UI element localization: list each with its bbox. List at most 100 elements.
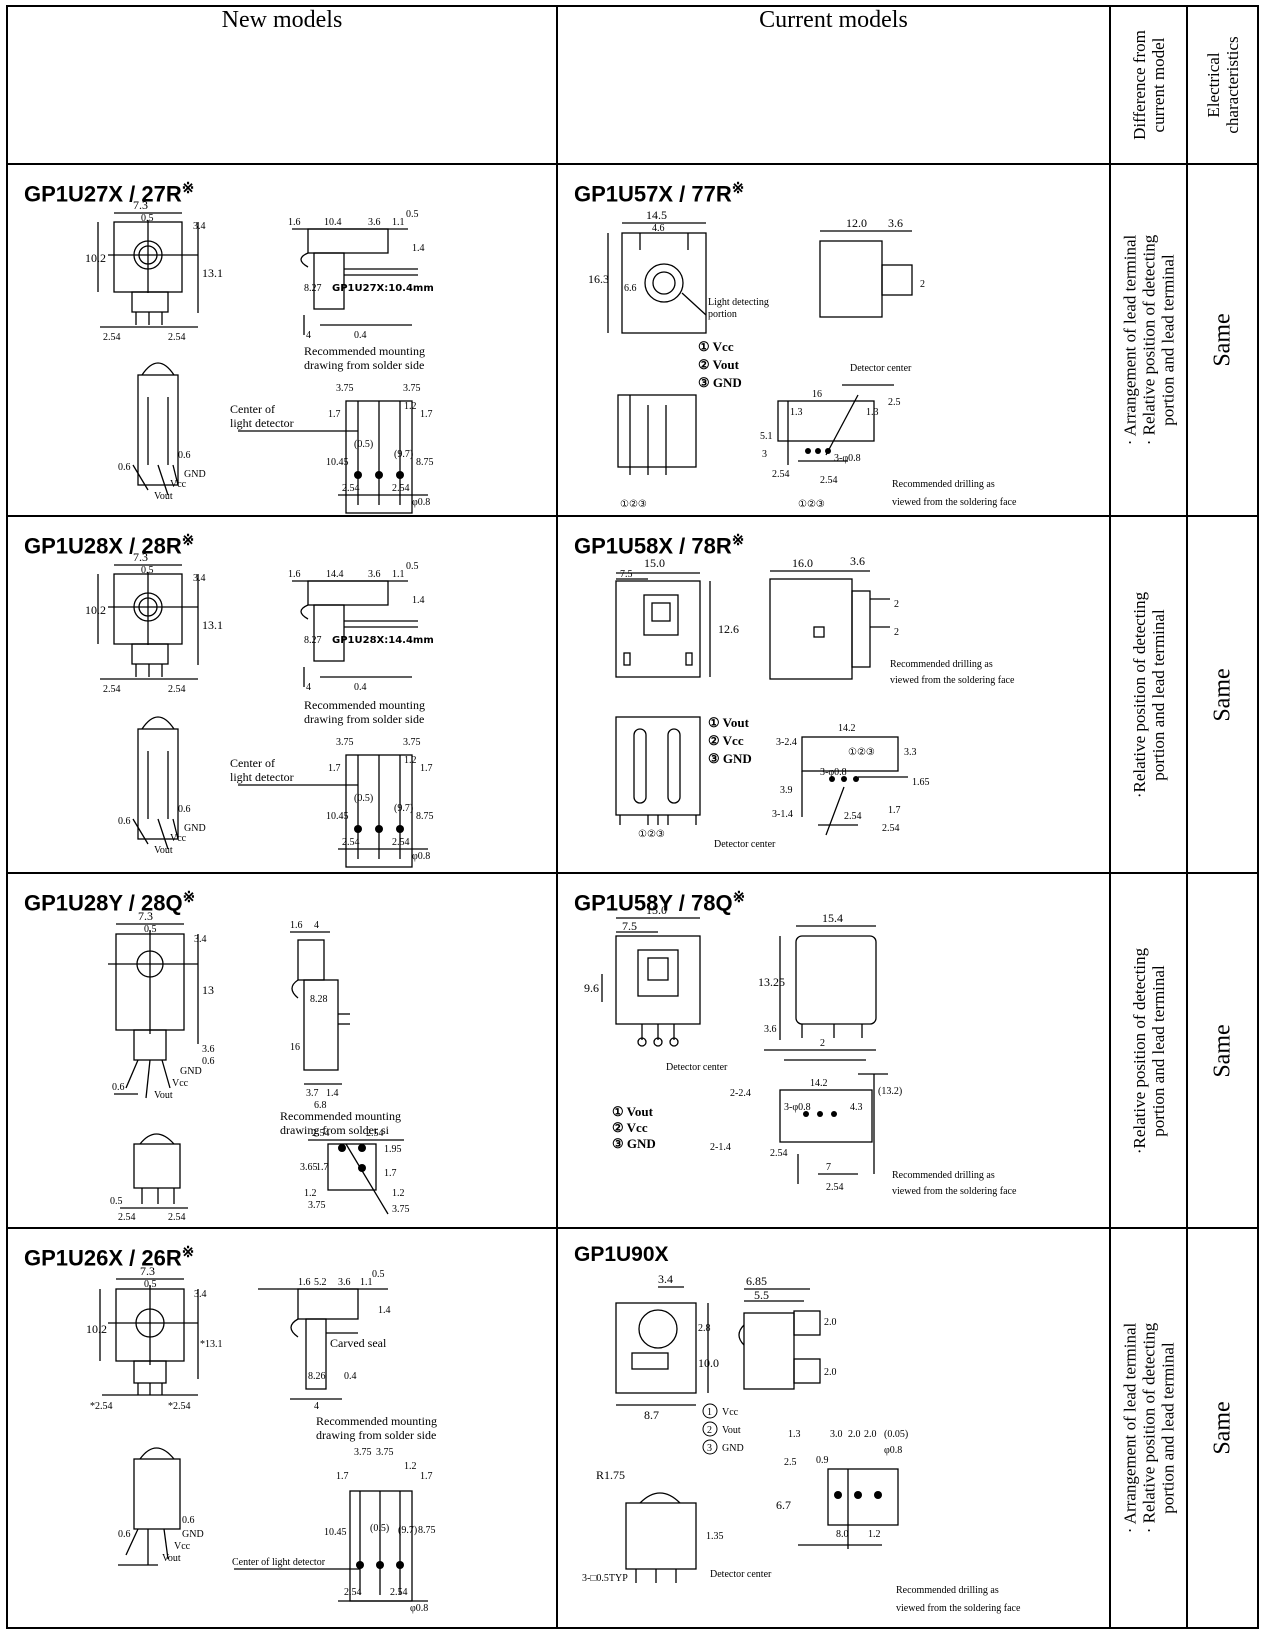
svg-text:0.6: 0.6	[178, 450, 191, 461]
svg-text:3.75: 3.75	[392, 1204, 410, 1215]
svg-text:2.54: 2.54	[342, 483, 360, 494]
svg-text:Recommended mounting: Recommended mounting	[304, 698, 425, 712]
svg-text:1.1: 1.1	[392, 217, 405, 228]
svg-text:3.75: 3.75	[354, 1447, 372, 1458]
svg-text:8.75: 8.75	[418, 1525, 436, 1536]
svg-text:1.2: 1.2	[392, 1188, 405, 1199]
svg-text:8.0: 8.0	[836, 1529, 849, 1540]
svg-text:4: 4	[314, 1401, 319, 1412]
svg-text:2.54: 2.54	[118, 1212, 136, 1223]
svg-text:8.26: 8.26	[308, 1371, 326, 1382]
svg-text:2.54: 2.54	[168, 332, 186, 343]
svg-text:1.7: 1.7	[336, 1471, 349, 1482]
svg-text:2.0: 2.0	[824, 1317, 837, 1328]
svg-text:1.3: 1.3	[788, 1429, 801, 1440]
svg-text:3.4: 3.4	[193, 221, 206, 232]
svg-text:3.75: 3.75	[336, 383, 354, 394]
svg-text:Vout: Vout	[154, 491, 173, 502]
svg-text:16: 16	[812, 389, 822, 400]
svg-text:Vcc: Vcc	[722, 1407, 739, 1418]
svg-text:Center of: Center of	[230, 756, 275, 770]
header-new-models: New models	[6, 5, 558, 165]
svg-text:①②③: ①②③	[620, 499, 647, 510]
svg-text:8.75: 8.75	[416, 811, 434, 822]
svg-text:drawing from solder side: drawing from solder side	[304, 712, 424, 726]
svg-text:1.7: 1.7	[888, 805, 901, 816]
svg-text:1.7: 1.7	[316, 1162, 329, 1173]
svg-text:1.6: 1.6	[298, 1277, 311, 1288]
svg-text:3.6: 3.6	[368, 217, 381, 228]
svg-text:6.7: 6.7	[776, 1498, 791, 1512]
svg-text:2-1.4: 2-1.4	[710, 1142, 731, 1153]
svg-text:3.6: 3.6	[368, 569, 381, 580]
svg-text:φ0.8: φ0.8	[412, 497, 430, 508]
svg-text:3-φ0.8: 3-φ0.8	[784, 1102, 811, 1113]
svg-text:1.7: 1.7	[384, 1168, 397, 1179]
svg-text:7.3: 7.3	[133, 550, 148, 564]
svg-text:R1.75: R1.75	[596, 1468, 625, 1482]
comparison-table: New models Current models Difference fro…	[6, 5, 1259, 1629]
svg-text:3.4: 3.4	[658, 1272, 673, 1286]
svg-text:2.0: 2.0	[848, 1429, 861, 1440]
svg-text:③ GND: ③ GND	[708, 751, 752, 766]
svg-text:Recommended drilling as: Recommended drilling as	[890, 659, 993, 670]
svg-text:2.54: 2.54	[344, 1587, 362, 1598]
svg-text:drawing from solder side: drawing from solder side	[304, 358, 424, 372]
svg-text:Detector center: Detector center	[666, 1062, 728, 1073]
svg-text:1.7: 1.7	[420, 409, 433, 420]
svg-text:14.2: 14.2	[810, 1078, 828, 1089]
svg-text:10.2: 10.2	[86, 1322, 107, 1336]
svg-text:GND: GND	[722, 1443, 744, 1454]
svg-text:1.2: 1.2	[304, 1188, 317, 1199]
svg-text:2: 2	[707, 1425, 712, 1436]
svg-text:2.54: 2.54	[312, 1128, 330, 1139]
svg-text:3-□0.5TYP: 3-□0.5TYP	[582, 1573, 628, 1584]
current-model-cell-3: GP1U58Y / 78Q※ 15.0 7.5	[556, 872, 1111, 1229]
current-model-name-3: GP1U58Y / 78Q※	[574, 889, 746, 916]
svg-text:Light detecting: Light detecting	[708, 297, 769, 308]
svg-text:15.0: 15.0	[644, 556, 665, 570]
svg-text:viewed from the soldering face: viewed from the soldering face	[892, 1186, 1017, 1197]
svg-text:Detector center: Detector center	[710, 1569, 772, 1580]
new-model-cell-4: GP1U26X / 26R※	[6, 1227, 558, 1629]
svg-text:7.3: 7.3	[140, 1264, 155, 1278]
current-model-name-2: GP1U58X / 78R※	[574, 532, 745, 559]
svg-text:1: 1	[707, 1407, 712, 1418]
header-row: New models Current models Difference fro…	[6, 5, 1259, 165]
svg-text:Vout: Vout	[154, 845, 173, 856]
svg-text:7: 7	[826, 1162, 831, 1173]
svg-text:3.4: 3.4	[194, 1289, 207, 1300]
svg-text:14.4: 14.4	[326, 569, 344, 580]
svg-text:Vcc: Vcc	[170, 479, 187, 490]
svg-text:② Vout: ② Vout	[698, 357, 740, 372]
svg-text:2: 2	[894, 599, 899, 610]
svg-text:Recommended mounting: Recommended mounting	[280, 1109, 401, 1123]
svg-text:φ0.8: φ0.8	[884, 1445, 902, 1456]
difference-cell-4: · Arrangement of lead terminal · Relativ…	[1109, 1227, 1188, 1629]
svg-text:2.54: 2.54	[820, 475, 838, 486]
svg-text:3.65: 3.65	[300, 1162, 318, 1173]
svg-text:GP1U27X:10.4mm: GP1U27X:10.4mm	[332, 283, 434, 294]
svg-text:3.7: 3.7	[306, 1088, 319, 1099]
svg-text:1.65: 1.65	[912, 777, 930, 788]
svg-text:7.3: 7.3	[138, 909, 153, 923]
svg-text:1.1: 1.1	[360, 1277, 373, 1288]
current-model-cell-4: GP1U90X 3.4 6.85 5.5 10.0 2.8 2.0	[556, 1227, 1111, 1629]
svg-text:2.5: 2.5	[888, 397, 901, 408]
svg-text:14.5: 14.5	[646, 208, 667, 222]
svg-text:Center of light detector: Center of light detector	[232, 1557, 326, 1568]
svg-text:4: 4	[306, 330, 311, 341]
svg-text:2.0: 2.0	[864, 1429, 877, 1440]
current-model-name-4: GP1U90X	[574, 1243, 669, 1266]
svg-text:Vout: Vout	[722, 1425, 741, 1436]
svg-text:2.54: 2.54	[772, 469, 790, 480]
new-model-name-3: GP1U28Y / 28Q※	[24, 889, 196, 916]
svg-text:2.54: 2.54	[770, 1148, 788, 1159]
svg-text:1.3: 1.3	[866, 407, 879, 418]
svg-text:0.6: 0.6	[182, 1515, 195, 1526]
svg-text:9.6: 9.6	[584, 981, 599, 995]
svg-text:2.54: 2.54	[342, 837, 360, 848]
svg-text:0.6: 0.6	[118, 816, 131, 827]
svg-text:viewed from the soldering face: viewed from the soldering face	[890, 675, 1015, 686]
svg-text:16.0: 16.0	[792, 556, 813, 570]
